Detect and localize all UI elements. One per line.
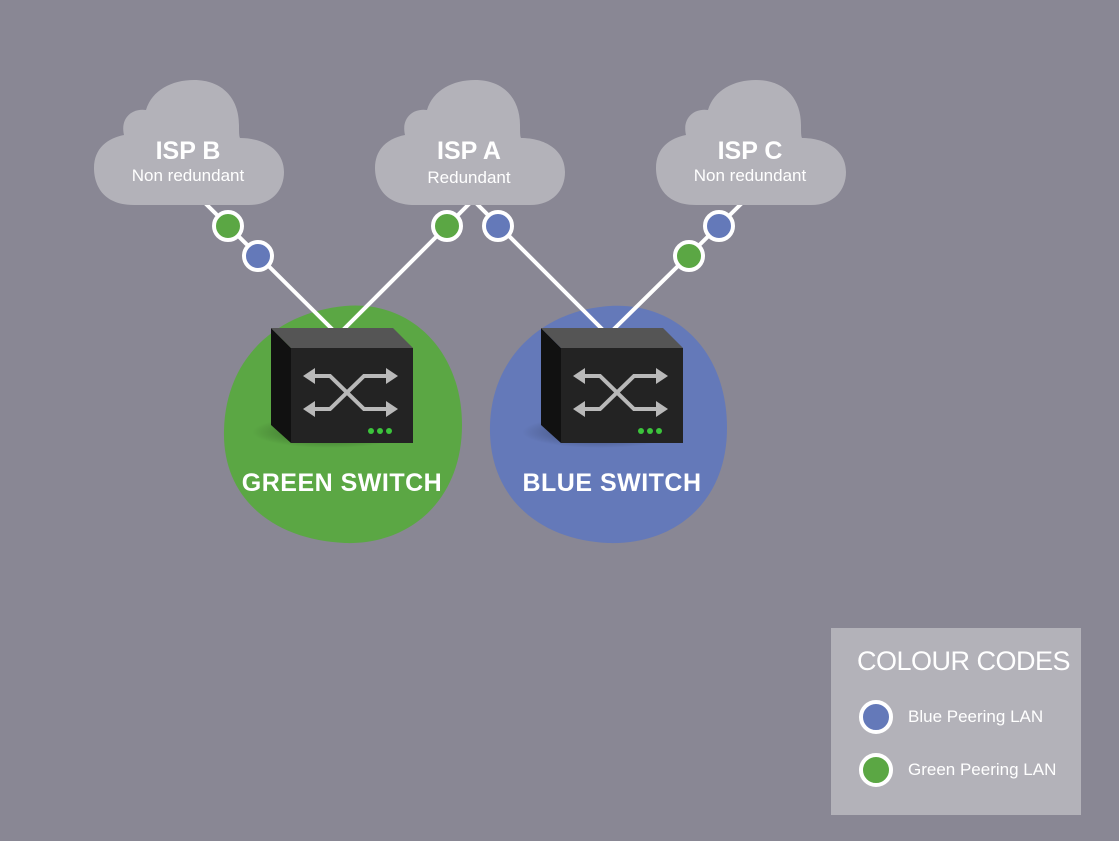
crossing-arrows-icon: [573, 368, 668, 417]
cloud-title: ISP B: [156, 137, 221, 165]
status-led-icon: [638, 428, 662, 434]
blue-dot-icon: [859, 700, 893, 734]
cloud-isp-b[interactable]: ISP B Non redundant: [94, 80, 284, 205]
peering-dot-green[interactable]: [673, 240, 705, 272]
cloud-title: ISP A: [437, 137, 501, 165]
peering-dots: [212, 210, 735, 272]
switch-label: BLUE SWITCH: [522, 469, 701, 497]
green-dot-icon: [859, 753, 893, 787]
legend-item-blue: Blue Peering LAN: [859, 700, 1043, 734]
switch-label: GREEN SWITCH: [242, 469, 442, 497]
cloud-subtitle: Non redundant: [694, 166, 807, 185]
legend-item-label: Blue Peering LAN: [908, 707, 1044, 726]
legend-title: COLOUR CODES: [857, 646, 1071, 676]
link-lines: [203, 201, 744, 332]
legend-item-green: Green Peering LAN: [859, 753, 1056, 787]
cloud-subtitle: Redundant: [427, 168, 510, 187]
peering-dot-blue[interactable]: [482, 210, 514, 242]
cloud-title: ISP C: [718, 137, 783, 165]
cloud-isp-a[interactable]: ISP A Redundant: [375, 80, 565, 205]
cloud-subtitle: Non redundant: [132, 166, 245, 185]
peering-dot-green[interactable]: [431, 210, 463, 242]
peering-dot-green[interactable]: [212, 210, 244, 242]
blue-switch[interactable]: BLUE SWITCH: [522, 328, 702, 497]
crossing-arrows-icon: [303, 368, 398, 417]
peering-dot-blue[interactable]: [703, 210, 735, 242]
legend-item-label: Green Peering LAN: [908, 760, 1057, 779]
colour-codes-legend: COLOUR CODES Blue Peering LAN Green Peer…: [831, 628, 1081, 815]
cloud-isp-c[interactable]: ISP C Non redundant: [656, 80, 846, 205]
peering-dot-blue[interactable]: [242, 240, 274, 272]
green-switch[interactable]: GREEN SWITCH: [242, 328, 442, 497]
status-led-icon: [368, 428, 392, 434]
